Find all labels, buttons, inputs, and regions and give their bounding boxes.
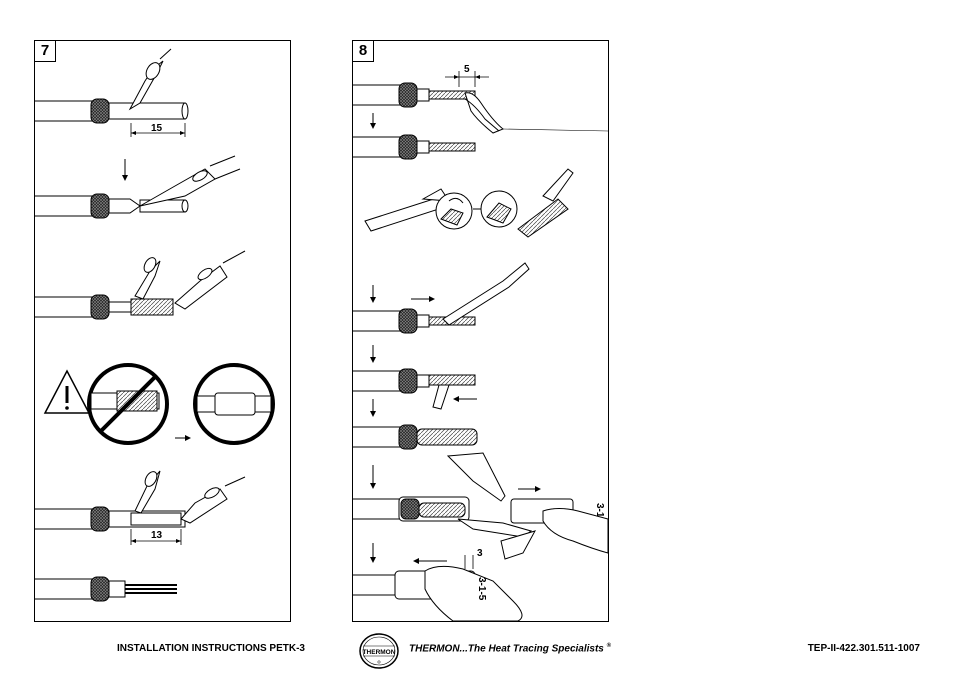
step-8-cable-5 <box>353 399 478 450</box>
footer-document-number: TEP-II-422.301.511-1007 <box>807 643 920 654</box>
logo-text: THERMON <box>363 649 396 656</box>
step-7-number: 7 <box>35 41 56 62</box>
step-8-cable-6: 3-1-5 <box>353 452 608 554</box>
brand-tagline: THERMON...The Heat Tracing Specialists ® <box>409 643 611 654</box>
tube-label-lower: 3-1-5 <box>476 577 487 601</box>
step-8-cable-3 <box>353 262 530 334</box>
step-7-cable-wrap <box>35 250 246 320</box>
footer-document-title: INSTALLATION INSTRUCTIONS PETK-3 <box>117 643 305 654</box>
step-7-illustration: 15 <box>35 48 275 602</box>
registered-mark: ® <box>606 643 612 649</box>
step-8-cable-7: 3-1-5 3 <box>353 530 537 621</box>
step-8-cable-2 <box>353 113 476 160</box>
step-7-panel: 7 15 <box>34 40 291 622</box>
step-8-cable-1: 5 <box>353 64 608 134</box>
step-7-cable-cut: 15 <box>35 48 189 137</box>
step-7-cable-finished <box>35 576 177 602</box>
step-8-panel: 8 5 <box>352 40 609 622</box>
step-7-cable-trim: 13 <box>35 470 246 545</box>
step-8-illustration: 5 <box>353 64 608 621</box>
dim-3-label: 3 <box>477 548 483 559</box>
dim-13-label: 13 <box>151 530 163 541</box>
step-7-cable-expand <box>35 155 241 219</box>
step-7-warning-row <box>43 363 275 445</box>
prohibited-icon <box>87 363 169 445</box>
step-8-cable-4 <box>353 345 477 410</box>
brand-tagline-text: THERMON...The Heat Tracing Specialists <box>409 643 604 655</box>
thermon-logo-icon: THERMON <box>359 633 399 669</box>
tube-label-upper: 3-1-5 <box>594 503 605 527</box>
step-8-tape-detail <box>364 168 574 238</box>
dim-15-label: 15 <box>151 123 163 134</box>
correct-icon <box>193 363 275 445</box>
dim-5-label: 5 <box>464 64 470 75</box>
step-8-number: 8 <box>353 41 374 62</box>
